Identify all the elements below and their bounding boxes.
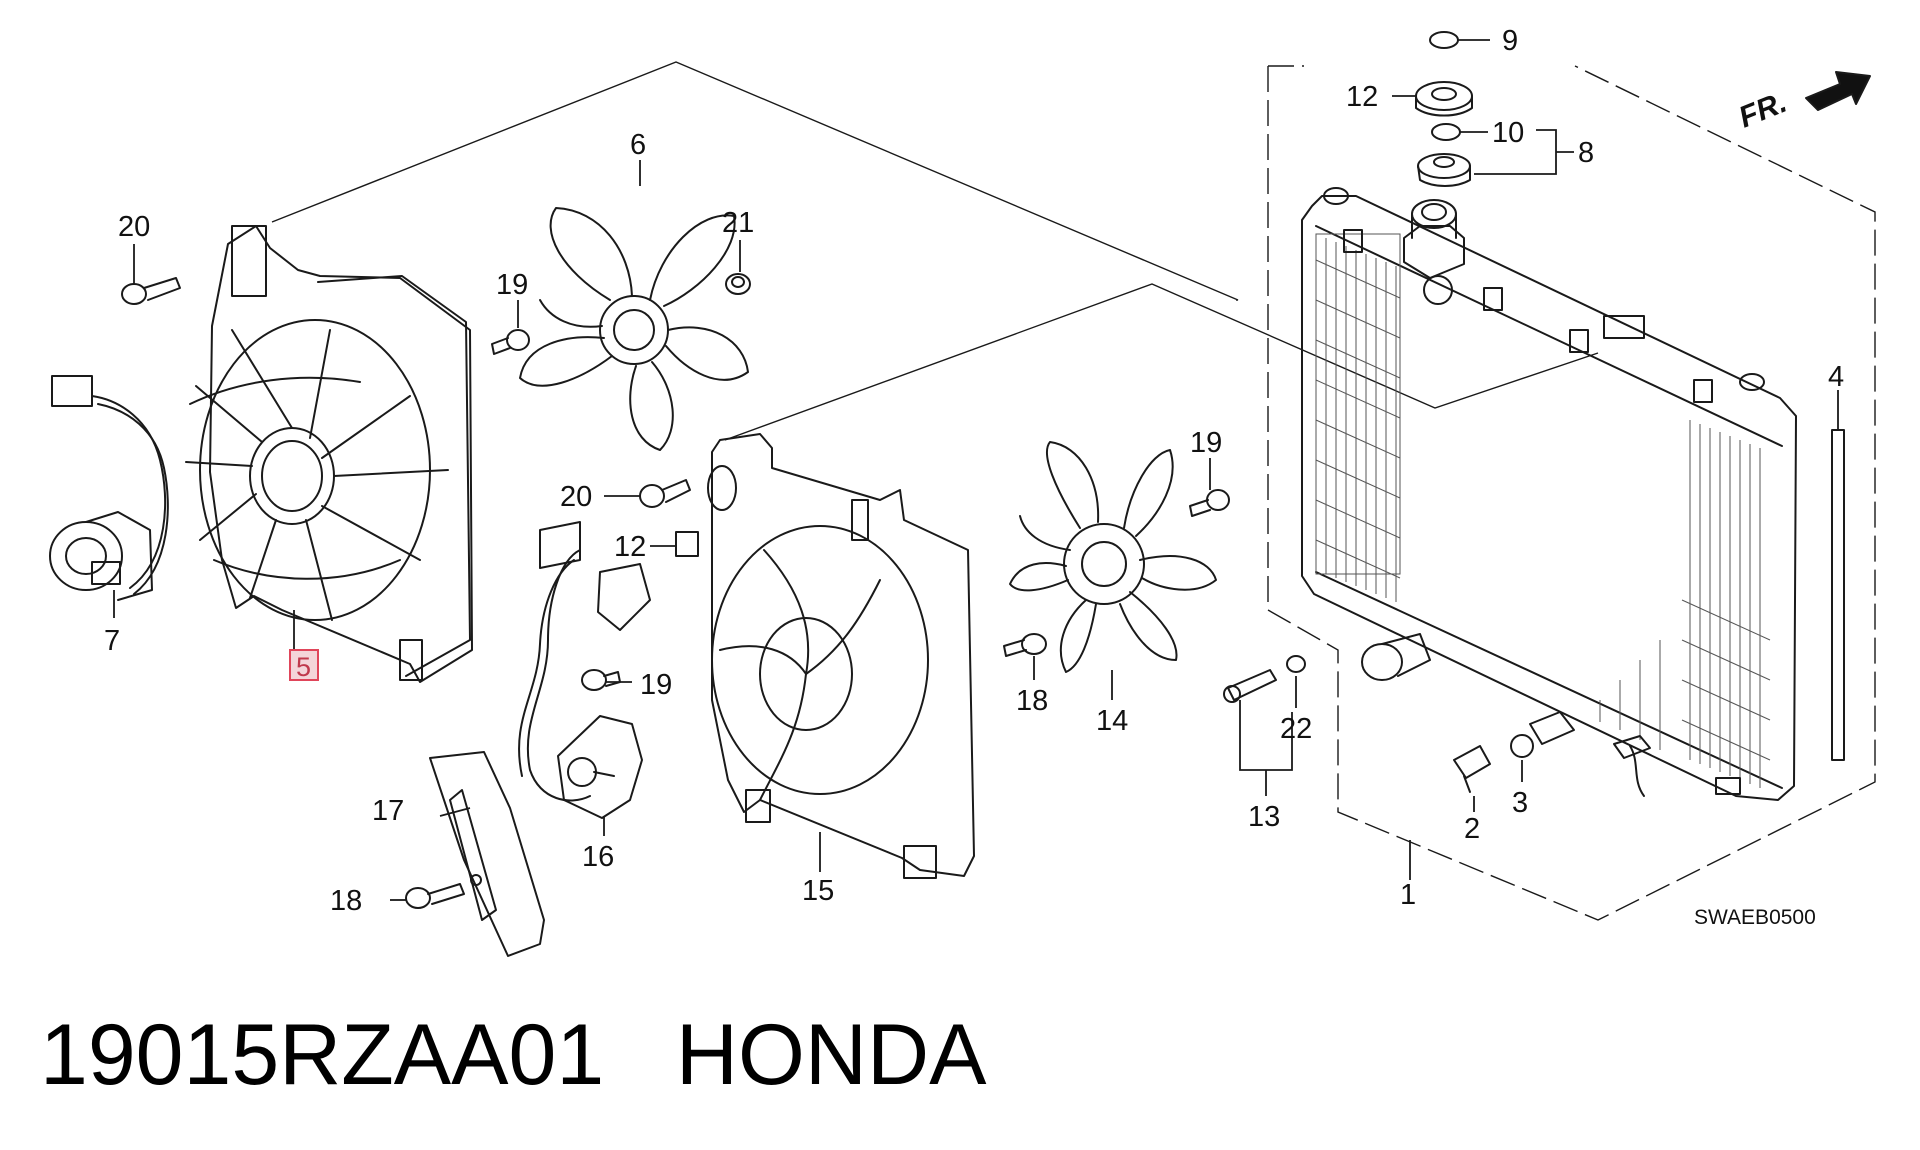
callout-12: 12 [614,531,646,563]
fan-blade-part-14 [1009,441,1217,673]
callout-17: 17 [372,795,404,827]
caption: 19015RZAA01 HONDA [40,1012,986,1098]
callout-20-center: 20 [560,481,592,513]
callout-19-right: 19 [1190,427,1222,459]
seal-part-10 [1431,123,1461,141]
bolt-part-19-center [581,669,621,691]
bracket-part-17 [429,751,545,957]
bolt-part-18-bottom [405,883,465,909]
fan-motor-part-16 [518,521,651,819]
seal-strip-part-4 [1831,429,1845,761]
callout-3: 3 [1512,787,1528,819]
front-direction-label: FR. [1734,86,1791,135]
cap-part-11 [1415,81,1473,117]
callout-labels: 9 12 10 8 6 21 20 19 4 19 20 12 7 19 18 … [104,25,1844,917]
nut-part-21 [725,273,751,295]
callout-8: 8 [1578,137,1594,169]
callout-2: 2 [1464,813,1480,845]
callout-13: 13 [1248,801,1280,833]
radiator-part-1 [1301,187,1797,801]
bolt-part-19-right [1189,489,1230,517]
callout-18-bottom: 18 [330,885,362,917]
gasket-part-9 [1429,31,1459,49]
bolt-part-19-left [491,329,530,355]
callout-15: 15 [802,875,834,907]
leader-lines [113,39,1839,901]
callout-19-center: 19 [640,669,672,701]
cap-part-8 [1417,153,1471,187]
bolt-part-20-center [639,479,691,508]
highlighted-callout: 5 [289,649,319,682]
callout-7: 7 [104,625,120,657]
sensor-part-13 [1223,669,1277,703]
fan-motor-part-7 [49,375,169,601]
fan-shroud-part-5 [185,225,473,683]
callout-18-right: 18 [1016,685,1048,717]
callout-19-left: 19 [496,269,528,301]
callout-22: 22 [1280,713,1312,745]
bolt-part-18-right [1003,633,1047,657]
assembly-outline [271,61,1876,921]
fan-blade-part-6 [519,207,749,451]
o-ring-part-3 [1510,734,1534,758]
fan-shroud-part-15 [707,433,975,879]
bolt-part-20-left [121,277,181,305]
drain-plug-part-2 [1453,745,1491,793]
callout-4: 4 [1828,361,1844,393]
callout-6: 6 [630,129,646,161]
callout-21: 21 [722,207,754,239]
brand-name: HONDA [675,1007,987,1103]
part-number: 19015RZAA01 [40,1007,605,1103]
callout-11: 12 [1346,81,1378,113]
callout-16: 16 [582,841,614,873]
callout-9: 9 [1502,25,1518,57]
callout-10: 10 [1492,117,1524,149]
diagram-code: SWAEB0500 [1694,906,1816,929]
front-direction-arrow: FR. [1734,71,1871,135]
washer-part-22 [1286,655,1306,673]
callout-1: 1 [1400,879,1416,911]
callout-5: 5 [296,652,311,682]
clip-part-12 [675,531,699,557]
callout-14: 14 [1096,705,1128,737]
callout-20-top-left: 20 [118,211,150,243]
